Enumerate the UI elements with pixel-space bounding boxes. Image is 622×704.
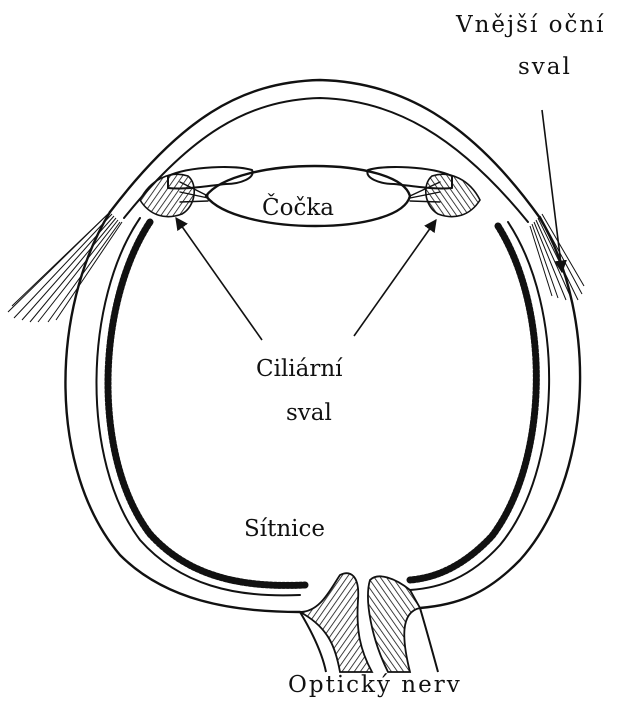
optic-nerve-label: Optický nerv bbox=[288, 670, 462, 700]
retina-right bbox=[410, 226, 536, 580]
ciliary-body-right bbox=[426, 174, 480, 216]
ciliary-muscle-label-line1: Ciliární bbox=[256, 354, 343, 384]
arrow-ciliary-left bbox=[176, 218, 262, 340]
ciliary-body-left bbox=[140, 174, 194, 216]
lens-label: Čočka bbox=[262, 193, 334, 223]
optic-nerve-shape bbox=[300, 573, 438, 672]
sclera-outer bbox=[65, 212, 300, 612]
extraocular-muscle-label-line2: sval bbox=[518, 52, 572, 82]
ciliary-muscle-label-line2: sval bbox=[286, 398, 332, 428]
arrow-ciliary-right bbox=[354, 220, 436, 336]
extraocular-muscle-label-line1: Vnější oční bbox=[456, 10, 606, 40]
retina-label: Sítnice bbox=[244, 514, 325, 544]
choroid-right bbox=[410, 222, 549, 590]
